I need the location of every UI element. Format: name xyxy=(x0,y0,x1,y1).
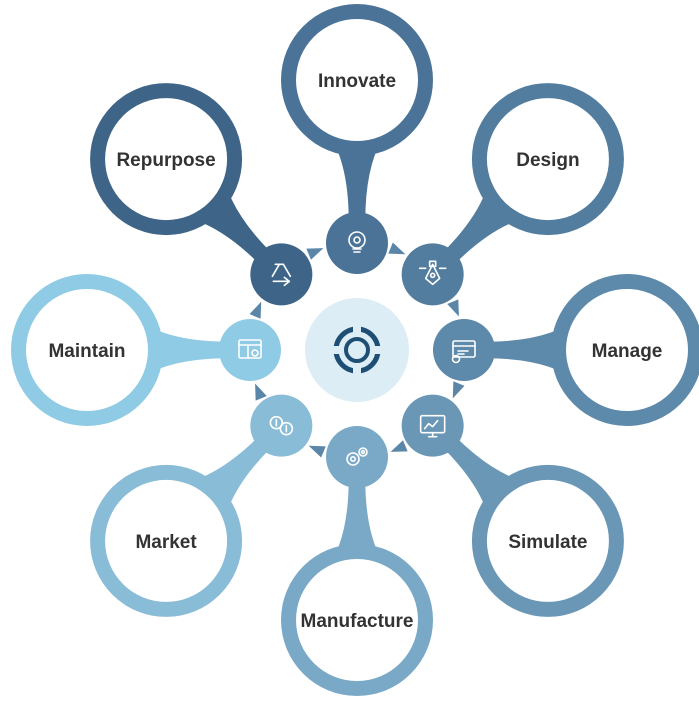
stage-ring-inner xyxy=(26,289,148,411)
stage-label: Innovate xyxy=(318,71,396,92)
stage-icon-badge xyxy=(401,243,464,306)
stage-label: Maintain xyxy=(48,341,125,362)
stage-manage[interactable]: Manage xyxy=(433,274,699,426)
flow-arrow-icon xyxy=(308,445,326,458)
flow-arrow-icon xyxy=(388,242,406,255)
stage-label: Simulate xyxy=(508,532,587,553)
stage-icon-badge xyxy=(250,243,313,306)
stage-ring-inner xyxy=(105,98,228,221)
stage-repurpose[interactable]: Repurpose xyxy=(90,83,313,306)
coins-gear-icon xyxy=(269,415,294,436)
stage-manufacture[interactable]: Manufacture xyxy=(281,426,433,696)
stage-simulate[interactable]: Simulate xyxy=(401,394,624,617)
flow-arrow-icon xyxy=(452,381,465,399)
stage-connector xyxy=(464,315,582,385)
stage-ring-inner xyxy=(296,19,418,141)
gears-icon xyxy=(346,447,368,466)
recycle-icon xyxy=(271,263,292,287)
stage-market[interactable]: Market xyxy=(90,394,313,617)
lifecycle-loop-icon xyxy=(333,326,381,374)
stage-icon-badge xyxy=(219,319,281,381)
monitor-chart-icon xyxy=(419,414,446,438)
flow-arrow-icon xyxy=(447,299,459,317)
stage-connector xyxy=(132,315,250,385)
stage-design[interactable]: Design xyxy=(401,83,624,306)
stage-ring-inner xyxy=(486,479,609,602)
stage-label: Manage xyxy=(592,341,663,362)
flow-arrow-icon xyxy=(306,248,324,260)
stage-ring-inner xyxy=(105,479,228,602)
stage-ring-inner xyxy=(486,98,609,221)
flow-arrow-icon xyxy=(390,440,408,452)
stage-innovate[interactable]: Innovate xyxy=(281,4,433,274)
lightbulb-gear-icon xyxy=(348,231,366,253)
stage-connector xyxy=(322,457,392,575)
stage-label: Market xyxy=(135,532,197,553)
flow-arrow-icon xyxy=(255,383,267,401)
pen-tool-icon xyxy=(418,260,447,286)
stage-label: Manufacture xyxy=(301,611,414,632)
stage-ring-inner xyxy=(296,559,418,681)
dashboard-gear-icon xyxy=(451,340,476,364)
stage-maintain[interactable]: Maintain xyxy=(11,274,281,426)
stage-label: Design xyxy=(516,150,579,171)
stage-icon-badge xyxy=(326,426,388,488)
center-hub xyxy=(305,298,409,402)
stage-ring-inner xyxy=(566,289,688,411)
stage-label: Repurpose xyxy=(116,150,215,171)
stage-connector xyxy=(322,125,392,243)
window-gear-icon xyxy=(238,339,262,359)
stage-icon-badge xyxy=(433,319,495,381)
flow-arrow-icon xyxy=(249,301,262,319)
